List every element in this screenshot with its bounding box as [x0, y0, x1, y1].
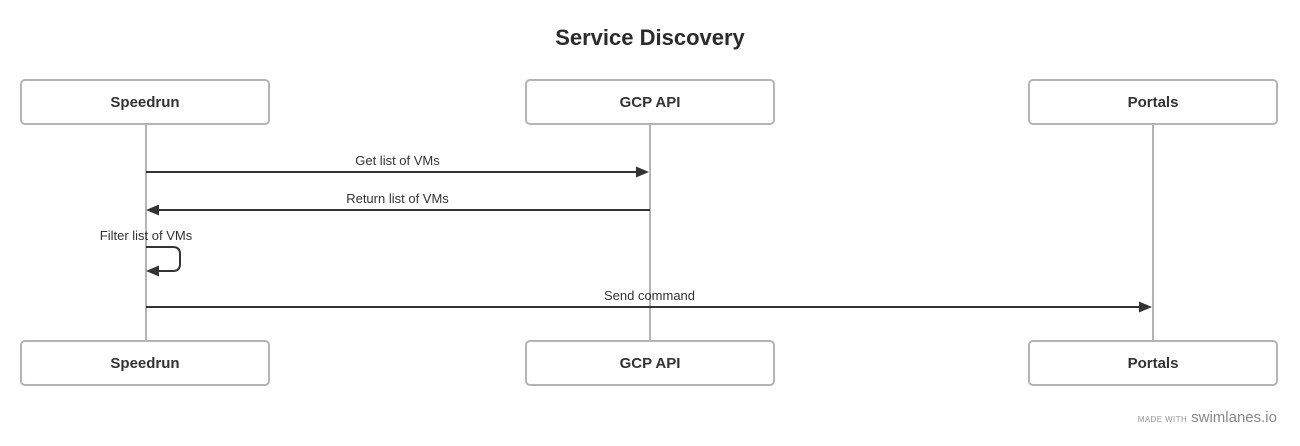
arrowhead-left-icon	[146, 265, 159, 277]
arrowhead-right-icon	[1139, 301, 1152, 313]
message-label-send-command: Send command	[603, 288, 696, 303]
self-loop-path	[146, 246, 181, 272]
message-label-get-list: Get list of VMs	[355, 153, 440, 168]
arrowhead-left-icon	[146, 204, 159, 216]
message-label-filter-list: Filter list of VMs	[99, 228, 193, 243]
watermark-made-with-label: MADE WITH	[1137, 415, 1188, 424]
actor-box-top-gcp-api: GCP API	[525, 79, 775, 125]
arrowhead-right-icon	[636, 166, 649, 178]
actor-box-top-speedrun: Speedrun	[20, 79, 270, 125]
actor-box-bottom-gcp-api: GCP API	[525, 340, 775, 386]
message-self-loop-filter	[146, 246, 181, 277]
message-arrow-get-list	[146, 166, 649, 178]
message-arrow-send-command	[146, 301, 1152, 313]
actor-box-top-portals: Portals	[1028, 79, 1278, 125]
watermark-brand-label: swimlanes.io	[1191, 409, 1277, 426]
message-arrow-return-list	[146, 204, 650, 216]
watermark: MADE WITH swimlanes.io	[1138, 409, 1277, 426]
actor-box-bottom-portals: Portals	[1028, 340, 1278, 386]
diagram-title: Service Discovery	[555, 25, 745, 50]
actor-box-bottom-speedrun: Speedrun	[20, 340, 270, 386]
message-label-return-list: Return list of VMs	[346, 191, 449, 206]
